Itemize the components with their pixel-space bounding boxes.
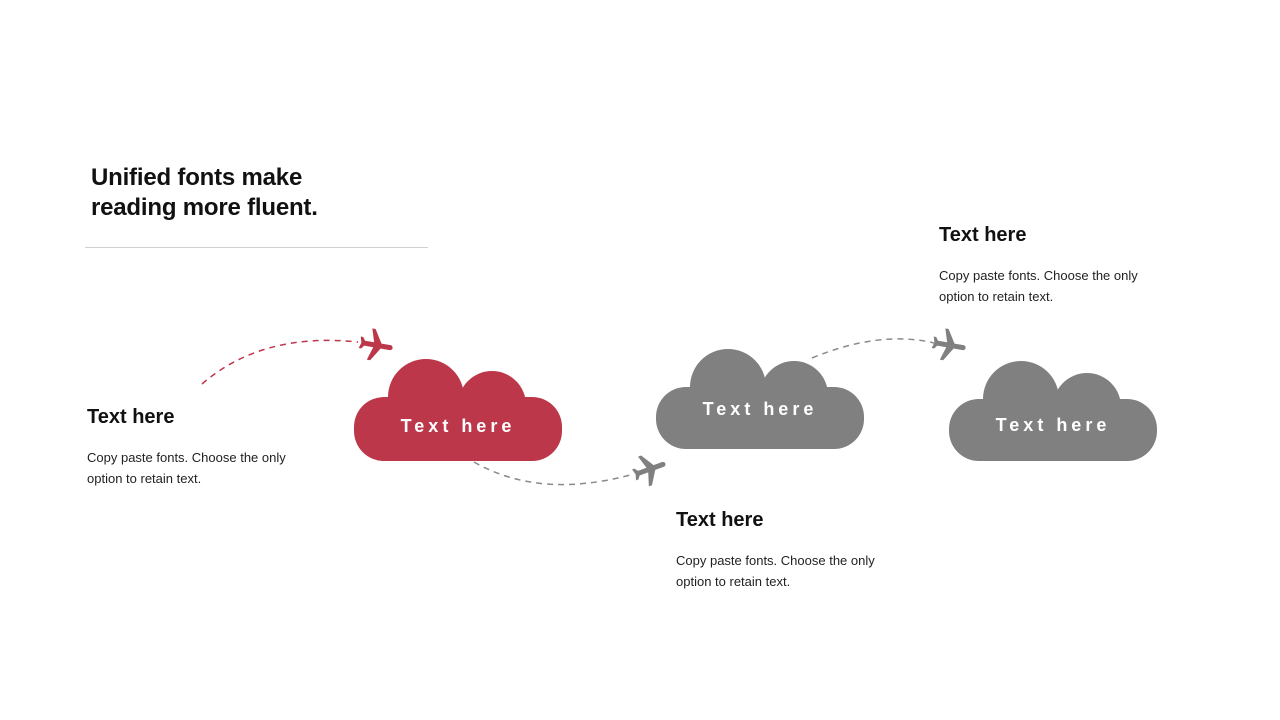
title-divider <box>85 247 428 248</box>
cloud-2: Text here <box>656 349 864 451</box>
cloud-1: Text here <box>354 359 562 461</box>
block-3-body: Copy paste fonts. Choose the only option… <box>939 268 1138 304</box>
airplane-icon <box>632 455 666 487</box>
cloud-3: Text here <box>949 361 1157 463</box>
cloud-shape <box>354 359 562 461</box>
cloud-label: Text here <box>995 415 1111 435</box>
block-1-heading: Text here <box>87 406 175 428</box>
flight-path-gray-2 <box>811 338 935 359</box>
airplane-icon <box>358 328 393 361</box>
block-3-heading: Text here <box>939 224 1027 246</box>
block-1-body: Copy paste fonts. Choose the only option… <box>87 450 286 486</box>
title-line-2: reading more fluent. <box>91 194 318 221</box>
block-2-body: Copy paste fonts. Choose the only option… <box>676 553 875 589</box>
cloud-shape <box>949 361 1157 461</box>
cloud-shape <box>656 349 864 449</box>
airplane-icon <box>931 328 966 361</box>
slide-title: Unified fonts make reading more fluent. <box>91 163 318 223</box>
title-line-1: Unified fonts make <box>91 164 303 191</box>
cloud-label: Text here <box>400 416 516 436</box>
flight-path-red <box>201 339 359 385</box>
flight-path-gray-1 <box>473 461 635 486</box>
block-2-heading: Text here <box>676 509 764 531</box>
cloud-label: Text here <box>702 399 818 419</box>
